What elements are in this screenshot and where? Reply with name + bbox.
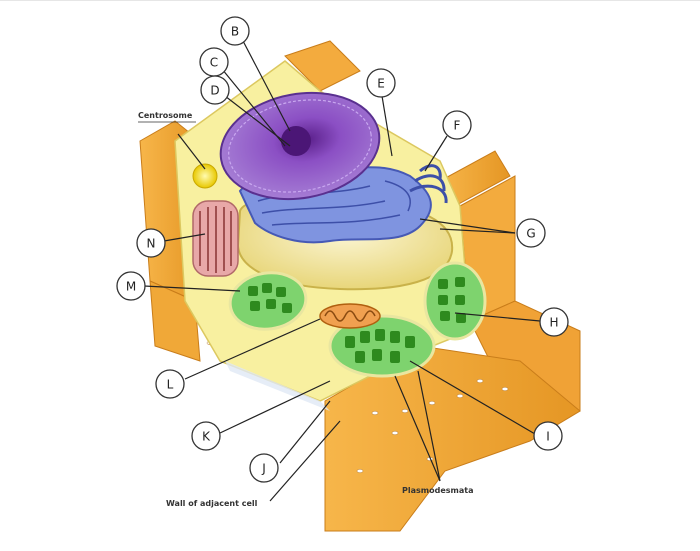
label-circle-J: J [249, 453, 279, 483]
label-circle-M: M [116, 271, 146, 301]
cell-membrane-shadow [225, 361, 330, 411]
svg-text:C: C [210, 56, 218, 70]
label-circle-H: H [539, 307, 569, 337]
chloroplast-H [423, 261, 487, 341]
mitochondrion-L [319, 303, 381, 329]
label-circle-G: G [516, 218, 546, 248]
label-circle-B: B [220, 16, 250, 46]
centrosome [192, 163, 218, 189]
label-circle-N: N [136, 228, 166, 258]
caption-wall-of-adjacent-cell: Wall of adjacent cell [166, 499, 258, 508]
label-circle-E: E [366, 68, 396, 98]
label-circle-K: K [191, 421, 221, 451]
svg-text:L: L [167, 378, 174, 392]
label-circle-C: C [199, 47, 229, 77]
nuclear-envelope-outline [228, 99, 372, 193]
svg-text:I: I [546, 430, 550, 444]
svg-text:N: N [147, 237, 156, 251]
caption-plasmodesmata: Plasmodesmata [402, 486, 473, 495]
label-circle-L: L [155, 369, 185, 399]
chloroplast-I [328, 314, 436, 378]
svg-text:H: H [549, 316, 558, 330]
svg-text:K: K [202, 430, 211, 444]
svg-text:D: D [210, 84, 219, 98]
svg-text:J: J [261, 462, 266, 476]
svg-text:E: E [377, 77, 385, 91]
mitochondrion-N [192, 200, 239, 277]
svg-text:G: G [526, 227, 535, 241]
label-circle-I: I [533, 421, 563, 451]
svg-text:B: B [231, 25, 239, 39]
svg-text:F: F [454, 119, 461, 133]
label-circle-F: F [442, 110, 472, 140]
chloroplast-M [228, 271, 308, 331]
golgi-apparatus [409, 164, 448, 204]
leader-lines [143, 38, 541, 502]
svg-text:M: M [126, 280, 136, 294]
label-circle-D: D [200, 75, 230, 105]
caption-centrosome: Centrosome [138, 111, 193, 120]
nucleolus [281, 126, 311, 156]
